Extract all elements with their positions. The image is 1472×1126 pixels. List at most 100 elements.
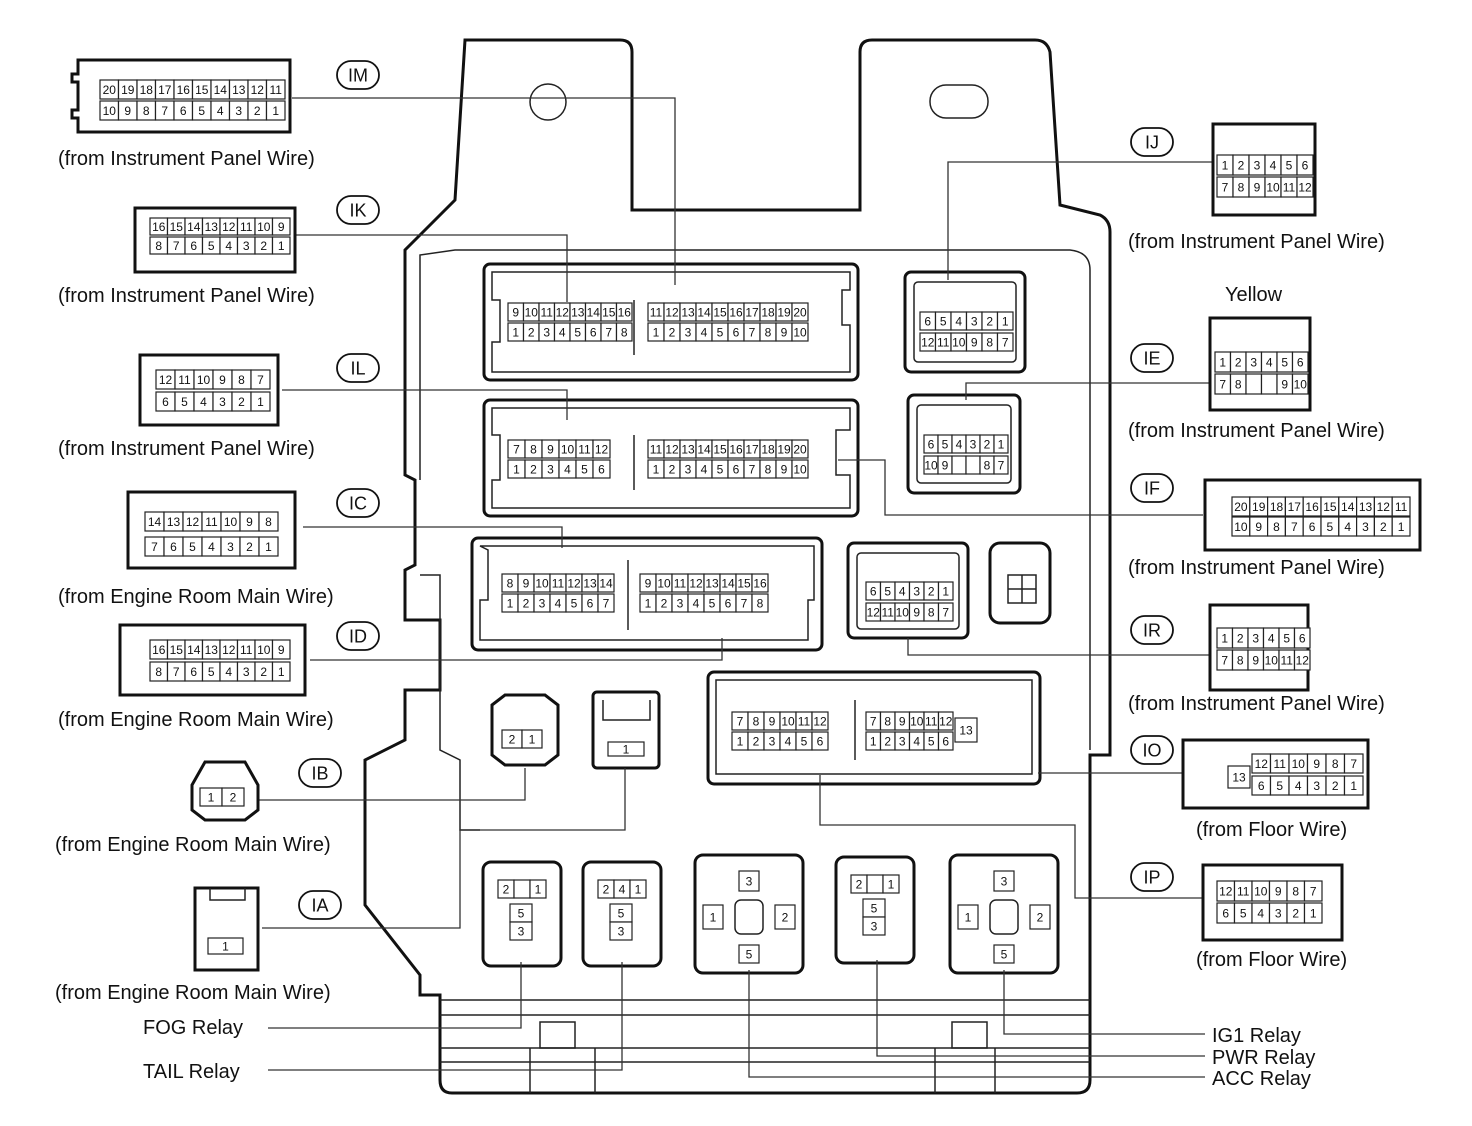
caption-ID: (from Engine Room Main Wire) (58, 709, 334, 731)
pin-number: 14 (599, 577, 613, 591)
pin-number: 18 (1270, 500, 1284, 514)
pin-cell (207, 937, 244, 955)
svg-text:IB: IB (311, 764, 328, 784)
bubble-ID: ID (336, 621, 380, 651)
pin-number: 7 (173, 239, 180, 253)
pin-number: 12 (567, 577, 581, 591)
pin-number: 17 (745, 306, 759, 320)
pin-number: 1 (1310, 907, 1317, 921)
caption-IK: (from Instrument Panel Wire) (58, 285, 315, 307)
pin-number: 10 (1265, 654, 1279, 668)
pin-number: 11 (205, 515, 218, 529)
pin-number: 11 (650, 443, 663, 457)
pin-number: 11 (552, 577, 565, 591)
pin-number: 3 (1254, 159, 1261, 173)
pin-number: 9 (512, 306, 519, 320)
mount-slot (929, 84, 989, 119)
pin-number: 16 (729, 443, 743, 457)
pin-cell (957, 904, 979, 930)
pin-number: 2 (528, 326, 535, 340)
pin-number: 4 (208, 540, 215, 554)
pin-cell (791, 302, 809, 322)
pin-number: 5 (189, 540, 196, 554)
pin-number: 12 (251, 83, 265, 97)
pin-number: 5 (1286, 159, 1293, 173)
pin-number: 9 (1281, 378, 1288, 392)
pin-number: 4 (1266, 356, 1273, 370)
pin-number: 9 (219, 373, 226, 387)
pin-number: 8 (238, 373, 245, 387)
pin-number: 9 (547, 443, 554, 457)
pin-number: 5 (1283, 632, 1290, 646)
pin-number: 19 (777, 306, 791, 320)
pin-number: 4 (701, 326, 708, 340)
pin-number: 1 (1219, 356, 1226, 370)
pin-number: 8 (753, 715, 760, 729)
pin-number: 1 (535, 883, 542, 897)
pin-number: 5 (746, 948, 753, 962)
pin-number: 13 (205, 643, 219, 657)
pin-number: 8 (507, 577, 514, 591)
pin-cell (271, 217, 291, 236)
pin-number: 12 (921, 336, 935, 350)
pin-number: 1 (653, 463, 660, 477)
pin-number: 1 (645, 597, 652, 611)
pin-number: 6 (870, 585, 877, 599)
pin-number: 5 (574, 326, 581, 340)
pin-number: 3 (243, 239, 250, 253)
relay-fog-bot: 3 (509, 921, 533, 941)
relay-ig1-5: 5 (993, 944, 1015, 964)
pin-number: 8 (1292, 885, 1299, 899)
receptacle-square (988, 541, 1052, 625)
pin-cell (250, 369, 271, 390)
pin-number: 5 (208, 665, 215, 679)
pin-cell (258, 511, 279, 532)
pin-number: 5 (518, 907, 525, 921)
pin-number: 2 (530, 463, 537, 477)
label-tail-relay: TAIL Relay (143, 1061, 240, 1083)
pin-number: 13 (571, 306, 585, 320)
pin-cell (250, 391, 271, 412)
relay-pwr-mid: 5 (862, 898, 886, 918)
pin-number: 2 (523, 597, 530, 611)
relay-fog-mid: 5 (509, 903, 533, 923)
pin-number: 16 (152, 643, 166, 657)
pin-cell (1260, 373, 1278, 395)
pin-number: 13 (959, 724, 973, 738)
pin-number: 6 (928, 438, 935, 452)
pin-number: 10 (896, 606, 910, 620)
pin-number: 2 (669, 326, 676, 340)
pin-cell (702, 904, 724, 930)
pin-number: 2 (246, 540, 253, 554)
pin-number: 7 (741, 597, 748, 611)
pin-number: 1 (870, 735, 877, 749)
pin-number: 1 (888, 878, 895, 892)
pin-number: 11 (270, 83, 283, 97)
pin-cell (592, 459, 611, 479)
pin-number: 12 (689, 577, 703, 591)
pin-number: 4 (225, 665, 232, 679)
caption-IP: (from Floor Wire) (1196, 949, 1347, 971)
pin-number: 7 (603, 597, 610, 611)
pin-number: 13 (681, 443, 695, 457)
captions: (from Instrument Panel Wire) (from Instr… (55, 148, 1385, 1004)
pin-number: 3 (235, 104, 242, 118)
pin-number: 16 (618, 306, 632, 320)
pin-number: 1 (512, 326, 519, 340)
pin-number: 17 (1288, 500, 1302, 514)
relay-ig1-1: 1 (957, 904, 979, 930)
pin-number: 14 (587, 306, 601, 320)
